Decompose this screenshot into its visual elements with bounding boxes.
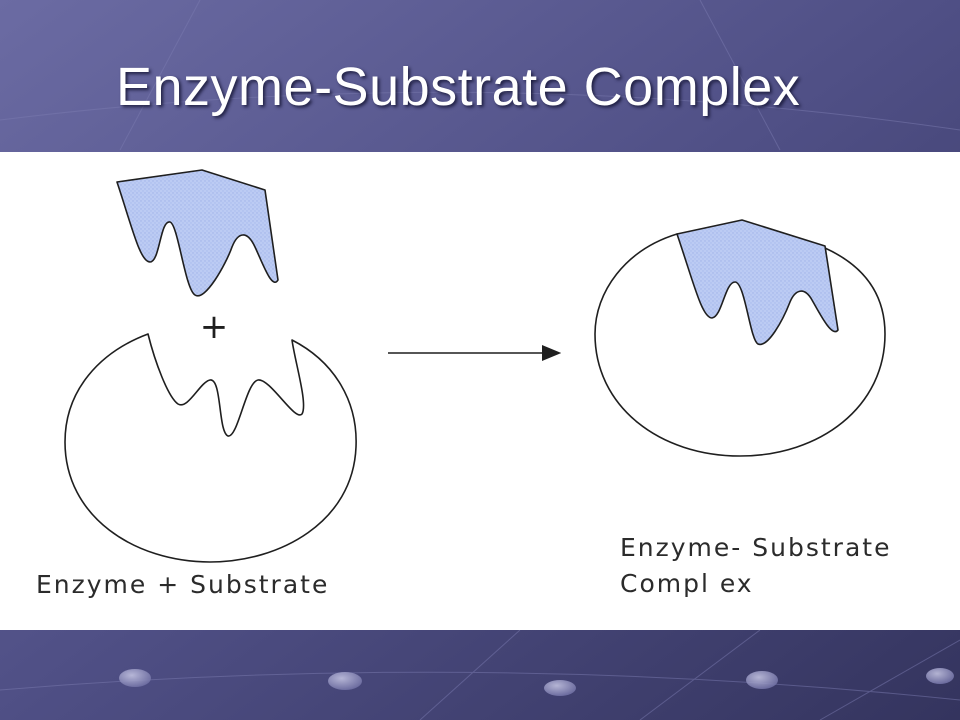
- enzyme-substrate-diagram: +: [64, 169, 886, 563]
- substrate-shape: [116, 169, 279, 297]
- plus-sign: +: [200, 307, 229, 347]
- complex-enzyme-shape: [594, 233, 886, 457]
- bound-substrate-shape: [676, 219, 839, 345]
- slide-title: Enzyme-Substrate Complex: [116, 57, 801, 117]
- enzyme-plus-substrate-label: Enzyme + Substrate: [36, 570, 330, 599]
- enzyme-shape: [64, 333, 357, 563]
- complex-label: Enzyme- Substrate Compl ex: [620, 530, 891, 602]
- complex-label-line-2: Compl ex: [620, 569, 754, 598]
- diagram-panel: + Enzyme + Substrate Enzyme- Substrate C…: [0, 152, 960, 630]
- complex-label-line-1: Enzyme- Substrate: [620, 533, 892, 562]
- decorative-bubbles: [119, 668, 954, 696]
